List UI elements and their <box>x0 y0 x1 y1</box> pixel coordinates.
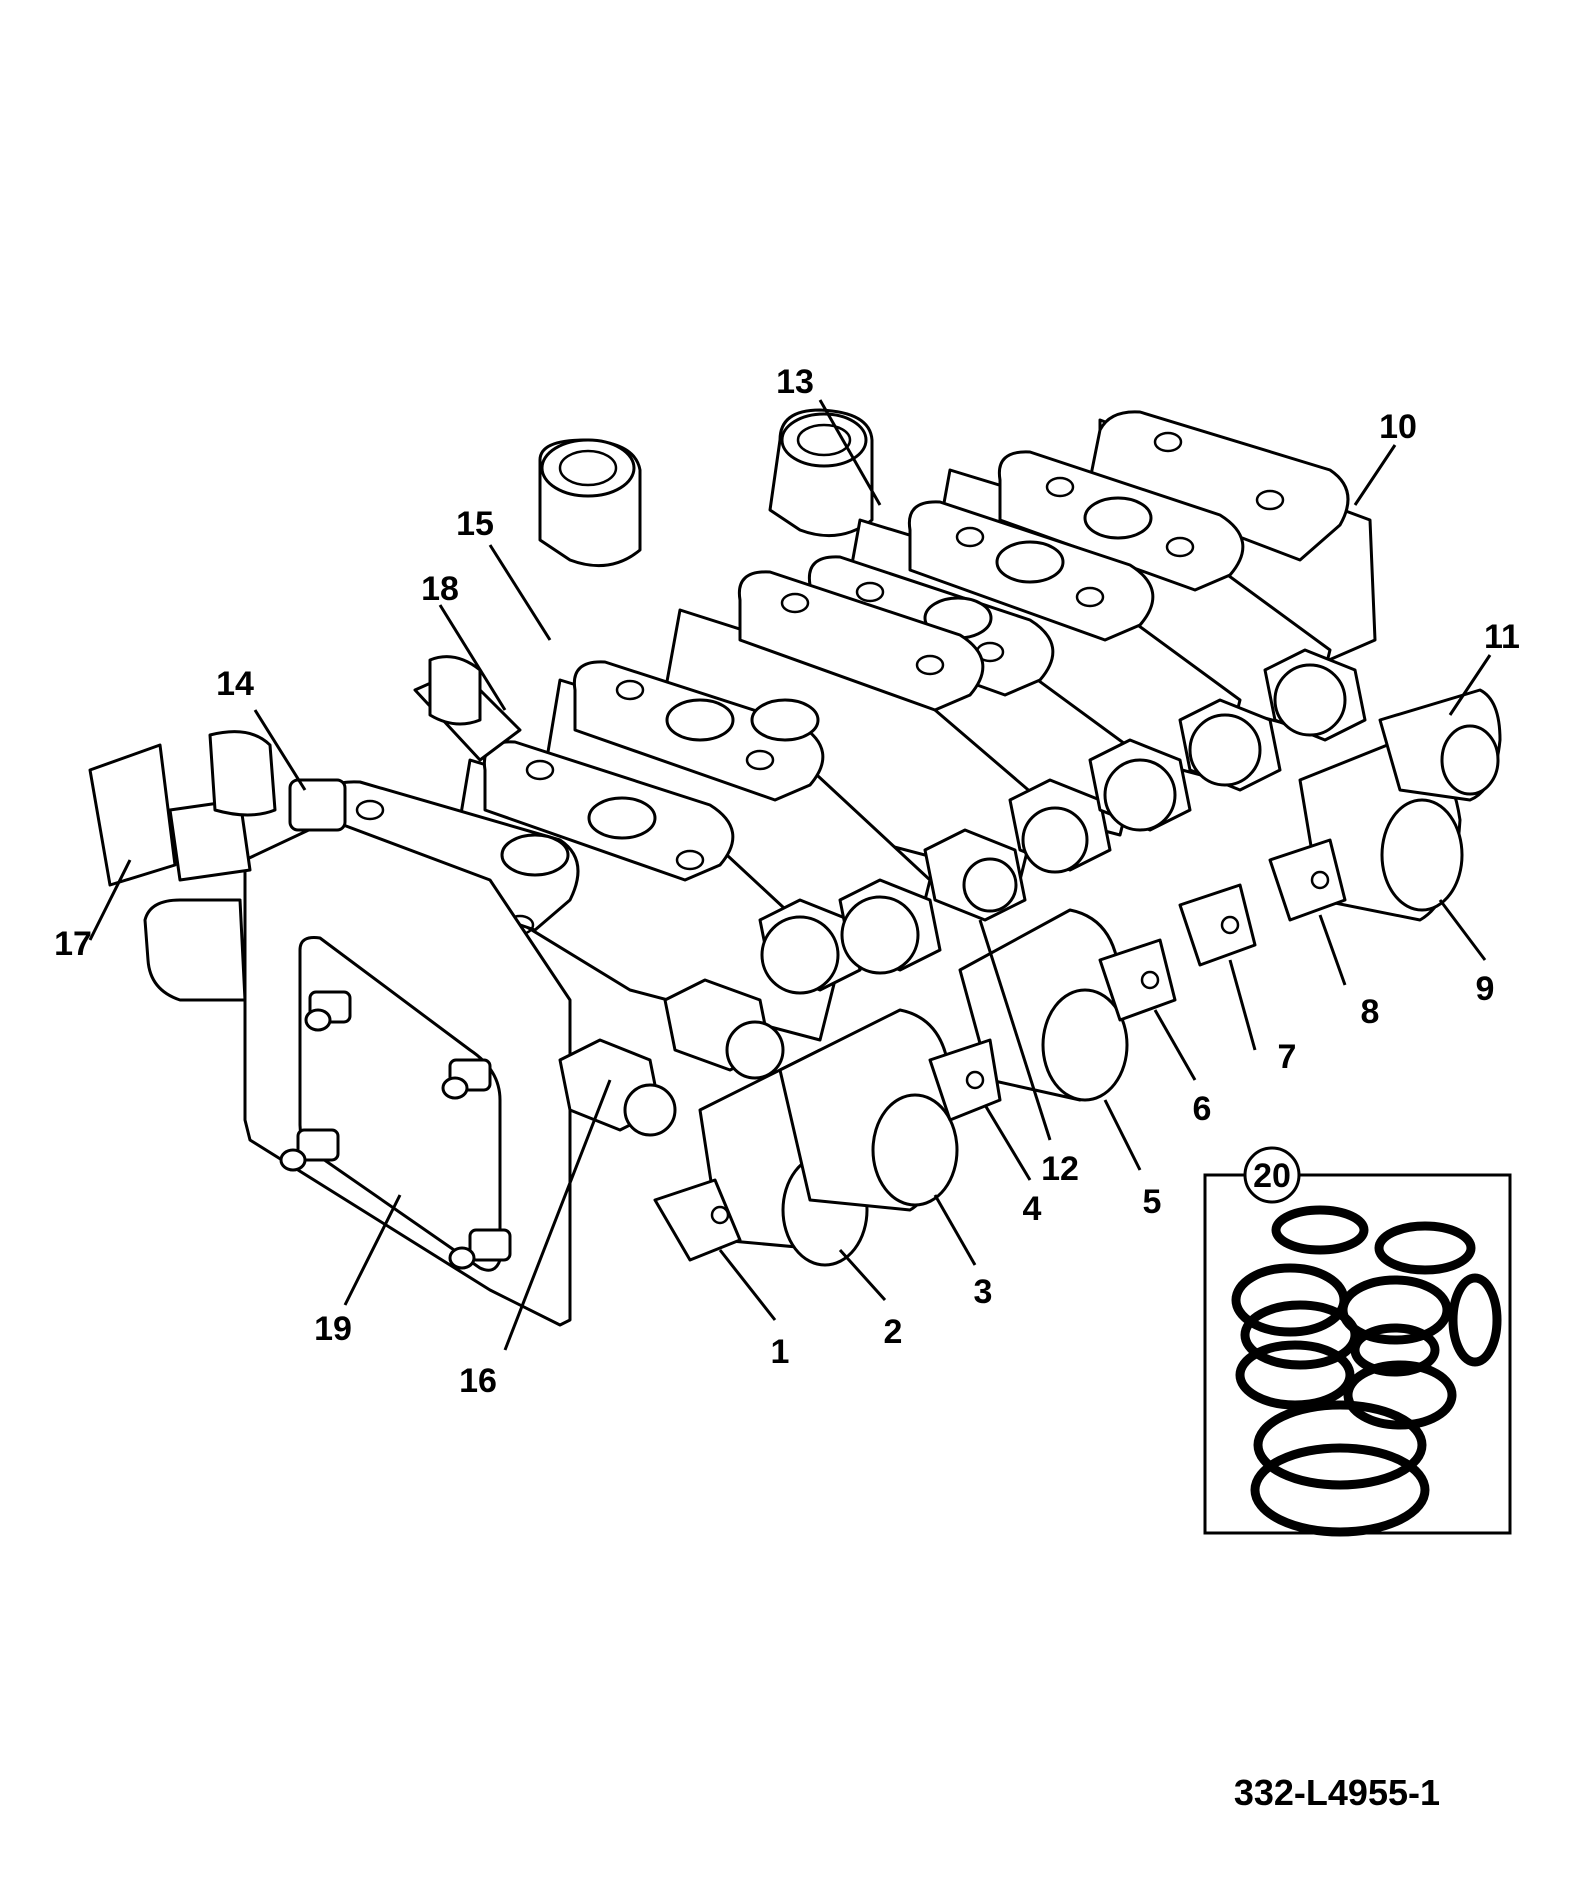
callout-6: 6 <box>1193 1090 1212 1128</box>
callout-18: 18 <box>421 570 459 608</box>
left-fittings <box>88 655 522 1002</box>
drawing-number: 332-L4955-1 <box>1234 1772 1440 1813</box>
callout-16: 16 <box>459 1362 497 1400</box>
cover-bolts <box>279 990 512 1270</box>
callout-15: 15 <box>456 505 494 543</box>
callout-17: 17 <box>54 925 92 963</box>
callout-11: 11 <box>1484 618 1520 656</box>
clevis-links <box>653 838 1347 1262</box>
callout-20: 20 <box>1253 1157 1291 1195</box>
callout-5: 5 <box>1143 1183 1162 1221</box>
callout-2: 2 <box>884 1313 903 1351</box>
seal-kit-panel <box>1203 1146 1512 1537</box>
hex-nuts <box>558 648 1367 1137</box>
callout-19: 19 <box>314 1310 352 1348</box>
callout-3: 3 <box>974 1273 993 1311</box>
callout-13: 13 <box>776 363 814 401</box>
callout-1: 1 <box>771 1333 790 1371</box>
valve-block-assembly <box>88 408 1502 1327</box>
callout-10: 10 <box>1379 408 1417 446</box>
callout-4: 4 <box>1023 1190 1042 1228</box>
valve-section-stack <box>327 450 1332 1042</box>
callout-8: 8 <box>1361 993 1380 1031</box>
callout-labels: 1 2 3 4 5 6 7 8 9 10 11 12 13 14 15 16 1… <box>54 363 1520 1400</box>
callout-14: 14 <box>216 665 254 703</box>
leader-lines <box>88 399 1492 1351</box>
callout-12: 12 <box>1041 1150 1079 1188</box>
spool-caps <box>698 688 1502 1267</box>
callout-9: 9 <box>1476 970 1495 1008</box>
callout-7: 7 <box>1278 1038 1297 1076</box>
